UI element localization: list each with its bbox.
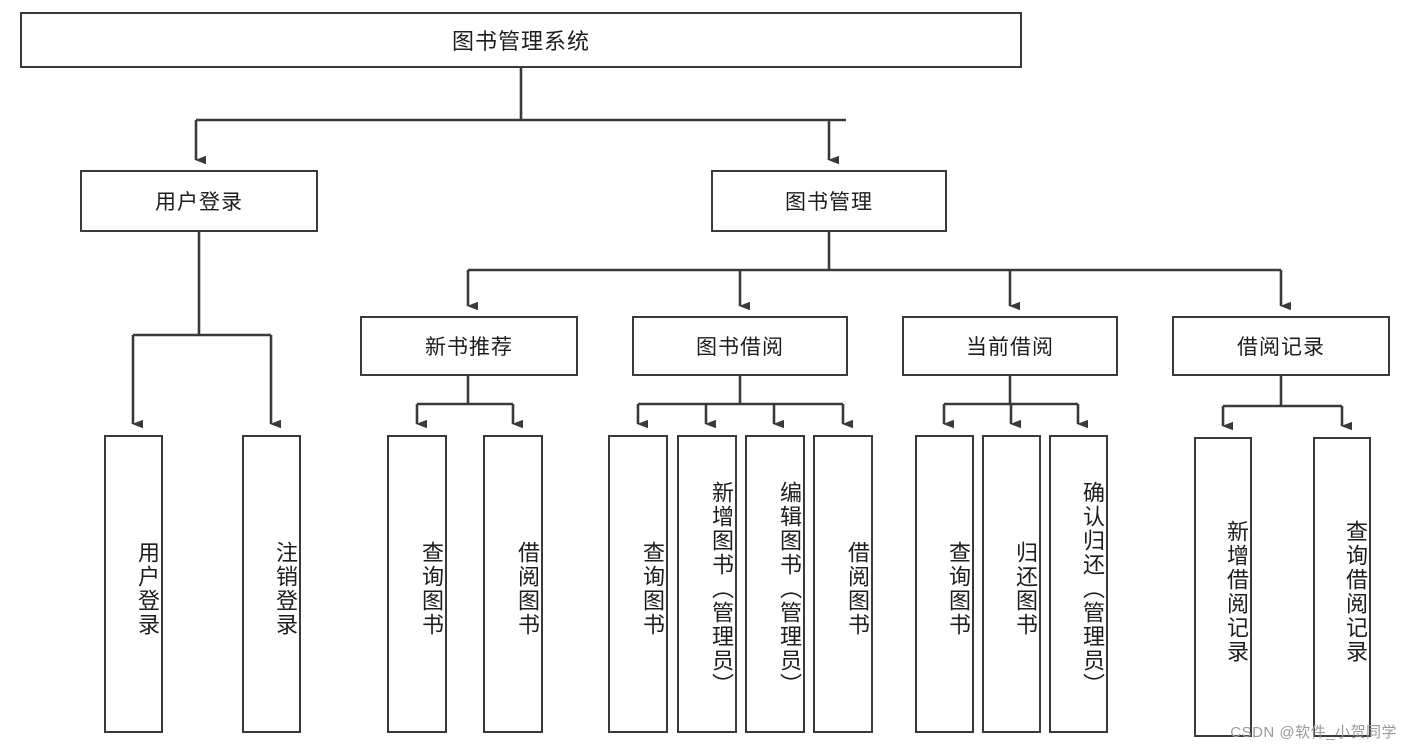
node-leaf-add-record-label: 新增借阅记录 xyxy=(1224,520,1249,664)
node-leaf-query-book-2-label: 查询图书 xyxy=(640,541,665,637)
node-leaf-query-book-1-label: 查询图书 xyxy=(419,541,444,637)
node-book-borrow[interactable]: 图书借阅 xyxy=(632,316,848,376)
node-leaf-user-login[interactable]: 用户登录 xyxy=(104,435,163,733)
node-user-login-label: 用户登录 xyxy=(155,191,243,214)
node-leaf-borrow-book-1-label: 借阅图书 xyxy=(515,541,540,637)
node-leaf-borrow-book-2-label: 借阅图书 xyxy=(845,541,870,637)
node-leaf-logout[interactable]: 注销登录 xyxy=(242,435,301,733)
node-leaf-confirm-return-label: 确认归还（管理员） xyxy=(1080,481,1105,697)
node-root[interactable]: 图书管理系统 xyxy=(20,12,1022,68)
node-current-borrow[interactable]: 当前借阅 xyxy=(902,316,1118,376)
node-leaf-query-record-label: 查询借阅记录 xyxy=(1343,520,1368,664)
node-current-borrow-label: 当前借阅 xyxy=(966,336,1054,359)
node-leaf-add-book[interactable]: 新增图书（管理员） xyxy=(677,435,737,733)
node-borrow-record-label: 借阅记录 xyxy=(1237,336,1325,359)
node-leaf-add-record[interactable]: 新增借阅记录 xyxy=(1194,437,1252,737)
node-new-book-rec[interactable]: 新书推荐 xyxy=(360,316,578,376)
watermark: CSDN @软件_小贺同学 xyxy=(1230,724,1397,741)
node-leaf-add-book-label: 新增图书（管理员） xyxy=(709,481,734,697)
node-leaf-confirm-return[interactable]: 确认归还（管理员） xyxy=(1049,435,1108,733)
node-borrow-record[interactable]: 借阅记录 xyxy=(1172,316,1390,376)
node-leaf-query-book-3[interactable]: 查询图书 xyxy=(915,435,974,733)
node-book-manage-label: 图书管理 xyxy=(785,191,873,214)
node-leaf-return-book[interactable]: 归还图书 xyxy=(982,435,1041,733)
node-leaf-query-book-1[interactable]: 查询图书 xyxy=(387,435,447,733)
node-leaf-logout-label: 注销登录 xyxy=(273,541,298,637)
node-leaf-return-book-label: 归还图书 xyxy=(1013,541,1038,637)
node-leaf-query-book-3-label: 查询图书 xyxy=(946,541,971,637)
node-new-book-rec-label: 新书推荐 xyxy=(425,336,513,359)
node-book-manage[interactable]: 图书管理 xyxy=(711,170,947,232)
node-leaf-borrow-book-2[interactable]: 借阅图书 xyxy=(813,435,873,733)
node-book-borrow-label: 图书借阅 xyxy=(696,336,784,359)
node-leaf-edit-book-label: 编辑图书（管理员） xyxy=(777,481,802,697)
node-leaf-edit-book[interactable]: 编辑图书（管理员） xyxy=(745,435,805,733)
node-leaf-query-book-2[interactable]: 查询图书 xyxy=(608,435,668,733)
node-leaf-query-record[interactable]: 查询借阅记录 xyxy=(1313,437,1371,737)
node-leaf-user-login-label: 用户登录 xyxy=(135,541,160,637)
node-root-label: 图书管理系统 xyxy=(451,29,590,54)
node-leaf-borrow-book-1[interactable]: 借阅图书 xyxy=(483,435,543,733)
node-user-login[interactable]: 用户登录 xyxy=(80,170,318,232)
